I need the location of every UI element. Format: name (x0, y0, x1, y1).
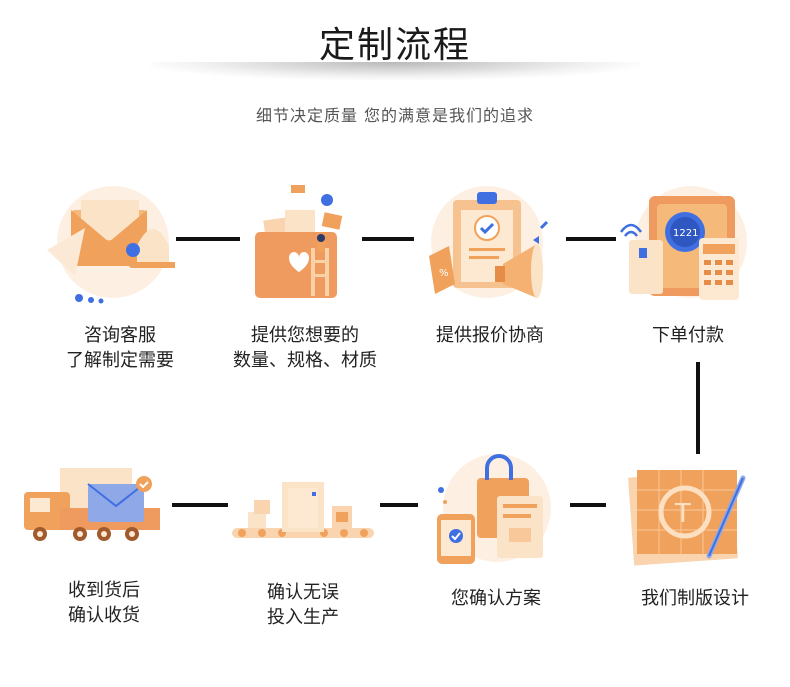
step-label-line1: 收到货后 (68, 580, 140, 601)
connector-7-8 (172, 503, 228, 507)
payment-terminal-icon: 1221 (619, 186, 747, 300)
connector-4-5 (696, 362, 700, 454)
page-title: 定制流程 (318, 25, 471, 66)
step-consult (45, 180, 175, 310)
step-label-line1: 我们制版设计 (641, 588, 749, 609)
connector-6-7 (380, 503, 418, 507)
step-design-label: 我们制版设计 (595, 586, 790, 611)
step-quote-label: 提供报价协商 (390, 323, 590, 348)
step-production (228, 472, 378, 552)
step-label-line2: 了解制定需要 (66, 350, 174, 371)
step-label-line1: 提供您想要的 (251, 325, 359, 346)
step-quote: % (415, 180, 555, 310)
step-payment: 1221 (615, 180, 755, 310)
step-label-line1: 您确认方案 (451, 588, 541, 609)
step-production-label: 确认无误 投入生产 (203, 580, 403, 630)
svg-text:%: % (439, 268, 449, 279)
production-conveyor-icon (232, 482, 374, 538)
envelope-bell-icon (47, 186, 175, 304)
svg-text:T: T (674, 499, 691, 529)
shopping-bag-tablet-icon (437, 454, 551, 564)
connector-5-6 (570, 503, 606, 507)
connector-1-2 (176, 237, 240, 241)
step-provide-specs (245, 180, 365, 305)
step-label-line1: 下单付款 (652, 325, 724, 346)
card-number-text: 1221 (673, 228, 698, 239)
step-label-line1: 咨询客服 (84, 325, 156, 346)
title-underline-shadow (150, 62, 640, 80)
step-receive-label: 收到货后 确认收货 (4, 578, 204, 628)
design-ruler-pen-icon: T (628, 470, 746, 566)
step-provide-specs-label: 提供您想要的 数量、规格、材质 (205, 323, 405, 373)
page-subtitle: 细节决定质量 您的满意是我们的追求 (255, 106, 535, 125)
clipboard-megaphone-icon: % (429, 186, 549, 298)
connector-3-4 (566, 237, 616, 241)
delivery-truck-icon (24, 468, 160, 541)
step-label-line1: 提供报价协商 (436, 325, 544, 346)
step-design: T (625, 460, 755, 570)
step-payment-label: 下单付款 (588, 323, 788, 348)
step-label-line2: 投入生产 (267, 607, 339, 628)
folder-media-icon (255, 185, 343, 298)
step-label-line2: 数量、规格、材质 (233, 350, 377, 371)
step-consult-label: 咨询客服 了解制定需要 (20, 323, 220, 373)
step-label-line1: 确认无误 (267, 582, 339, 603)
connector-2-3 (362, 237, 414, 241)
step-confirm-plan (425, 450, 555, 570)
step-receive (20, 462, 165, 547)
step-confirm-plan-label: 您确认方案 (396, 586, 596, 611)
step-label-line2: 确认收货 (68, 605, 140, 626)
